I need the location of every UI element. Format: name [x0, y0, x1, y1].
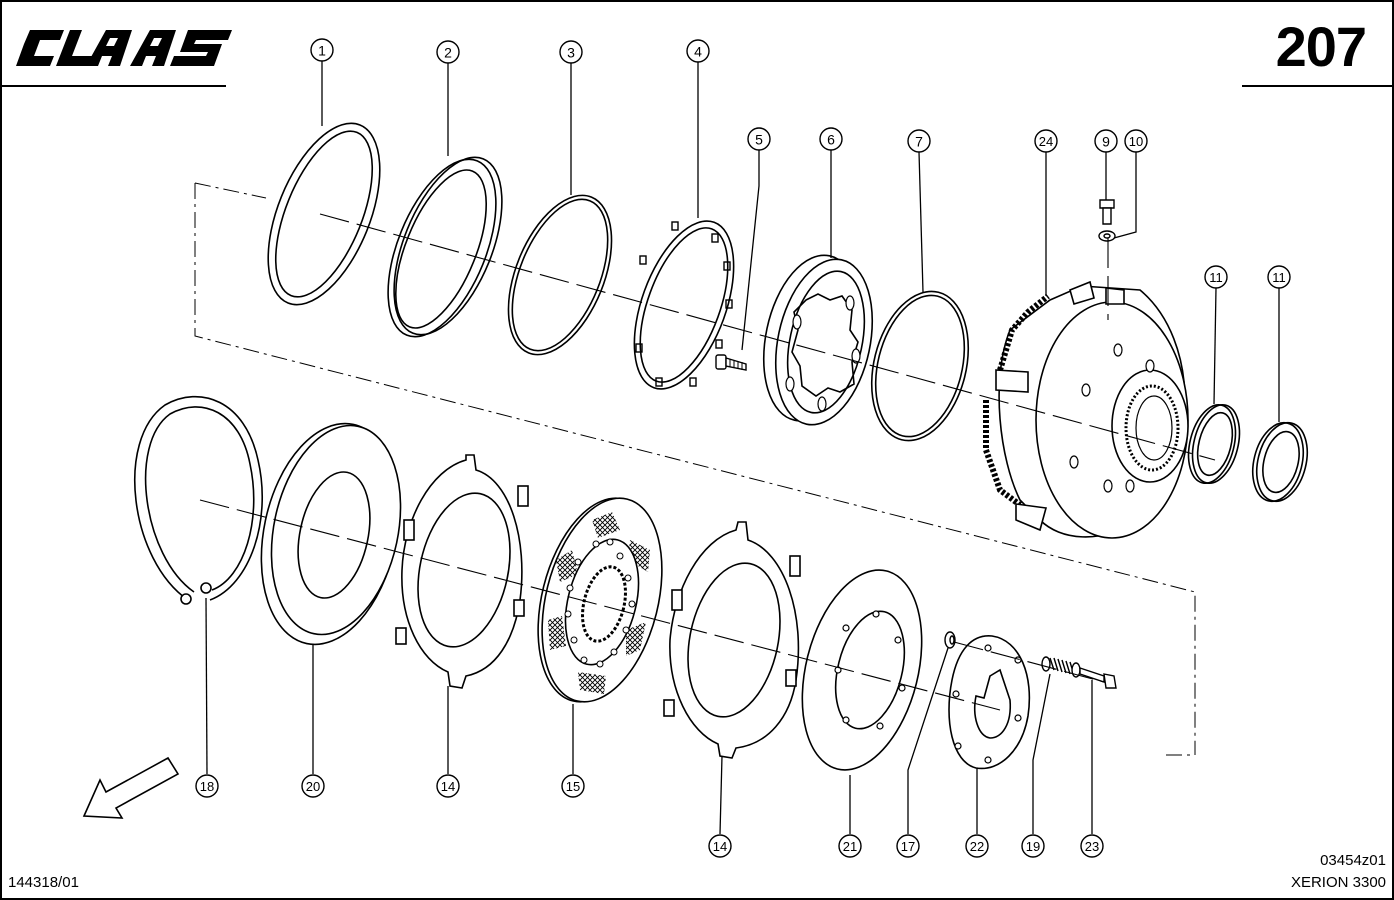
- callout-4-label: 4: [694, 44, 702, 60]
- callout-19: 19: [1021, 834, 1045, 858]
- callout-23: 23: [1080, 834, 1104, 858]
- center-lines: [199, 213, 1216, 711]
- model-name: XERION 3300: [1290, 874, 1386, 891]
- callout-24-label: 24: [1039, 134, 1053, 149]
- claas-logo: [16, 30, 232, 66]
- part-15-friction-disc: [537, 497, 663, 703]
- callout-15: 15: [561, 774, 585, 798]
- callout-1: 1: [310, 38, 334, 62]
- leader-lines: [205, 61, 1280, 835]
- assembly-boundary: [194, 182, 1196, 756]
- callout-20-label: 20: [306, 779, 320, 794]
- callout-23-label: 23: [1085, 839, 1099, 854]
- part-22-retainer-plate: [948, 635, 1031, 770]
- callout-5: 5: [747, 127, 771, 151]
- part-7-o-ring: [870, 290, 970, 442]
- callout-9-label: 9: [1102, 134, 1110, 150]
- callout-14-a-label: 14: [441, 779, 455, 794]
- page-number: 207: [1275, 15, 1367, 78]
- callout-22-label: 22: [970, 839, 984, 854]
- part-3-ring: [507, 194, 613, 356]
- callout-15-label: 15: [566, 779, 580, 794]
- callout-18-label: 18: [200, 779, 214, 794]
- callout-11-b-label: 11: [1272, 270, 1286, 285]
- callout-1-label: 1: [318, 43, 326, 59]
- callout-5-label: 5: [755, 132, 763, 148]
- document-number: 144318/01: [8, 874, 79, 891]
- callout-24: 24: [1034, 129, 1058, 153]
- part-11-seal-b: [1251, 421, 1309, 503]
- callout-9: 9: [1094, 129, 1118, 153]
- callout-17-label: 17: [901, 839, 915, 854]
- callout-19-label: 19: [1026, 839, 1040, 854]
- callouts: 1 2 3 4 5 6 7 24 9 10 11 11 18 20 14 15 …: [195, 38, 1291, 858]
- callout-3: 3: [559, 40, 583, 64]
- part-4-tabbed-ring: [633, 220, 735, 390]
- part-24-clutch-drum: [983, 280, 1189, 539]
- part-11-seal-a: [1187, 404, 1241, 484]
- drawing-code: 03454z01: [1320, 852, 1386, 869]
- callout-4: 4: [686, 39, 710, 63]
- callout-20: 20: [301, 774, 325, 798]
- callout-22: 22: [965, 834, 989, 858]
- callout-2-label: 2: [444, 45, 452, 61]
- part-1-ring: [267, 122, 381, 306]
- callout-14-b: 14: [708, 834, 732, 858]
- callout-11-a: 11: [1204, 265, 1228, 289]
- part-17-washer: [944, 631, 956, 649]
- callout-18: 18: [195, 774, 219, 798]
- callout-11-b: 11: [1267, 265, 1291, 289]
- part-9-bolt: [1099, 199, 1115, 225]
- callout-10: 10: [1124, 129, 1148, 153]
- callout-6-label: 6: [827, 132, 835, 148]
- callout-11-a-label: 11: [1209, 270, 1223, 285]
- callout-3-label: 3: [567, 45, 575, 61]
- part-23-bolt: [1079, 667, 1117, 689]
- callout-2: 2: [436, 40, 460, 64]
- callout-21-label: 21: [843, 839, 857, 854]
- callout-7: 7: [907, 129, 931, 153]
- direction-arrow-icon: [82, 756, 180, 819]
- part-21-pressure-disc: [801, 569, 923, 771]
- callout-6: 6: [819, 127, 843, 151]
- part-18-circlip: [134, 395, 264, 605]
- part-14-steel-plate-a: [395, 454, 529, 689]
- callout-10-label: 10: [1129, 134, 1143, 149]
- callout-17: 17: [896, 834, 920, 858]
- callout-7-label: 7: [915, 134, 923, 150]
- callout-21: 21: [838, 834, 862, 858]
- callout-14-a: 14: [436, 774, 460, 798]
- part-10-washer: [1098, 230, 1116, 242]
- part-6-piston: [762, 254, 874, 426]
- part-5-screw: [715, 354, 747, 371]
- callout-14-b-label: 14: [713, 839, 727, 854]
- part-2-ring: [387, 156, 503, 338]
